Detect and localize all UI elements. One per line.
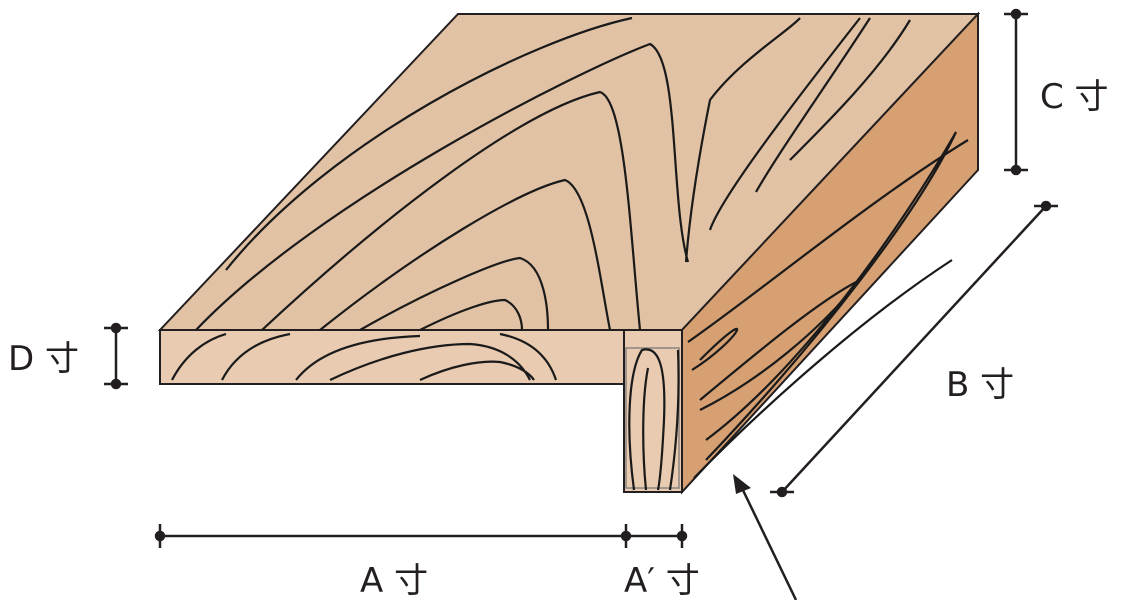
label-c: C 寸 xyxy=(1040,77,1109,117)
dimension-c xyxy=(1004,8,1028,176)
dimension-a xyxy=(154,524,688,548)
lip-grain xyxy=(628,348,680,491)
dimension-b xyxy=(770,200,1058,498)
pointer-arrow xyxy=(733,474,798,600)
dimension-d xyxy=(104,322,128,390)
label-b: B 寸 xyxy=(946,365,1014,405)
top-face-grain xyxy=(195,16,911,331)
board-side-face xyxy=(681,11,979,495)
label-a-prime: A′ 寸 xyxy=(624,561,700,600)
label-a: A 寸 xyxy=(360,561,428,600)
lip-end-grain-outline xyxy=(625,347,680,489)
label-d: D 寸 xyxy=(8,339,79,379)
front-edge-grain xyxy=(171,332,558,381)
side-face-grain xyxy=(687,131,969,479)
